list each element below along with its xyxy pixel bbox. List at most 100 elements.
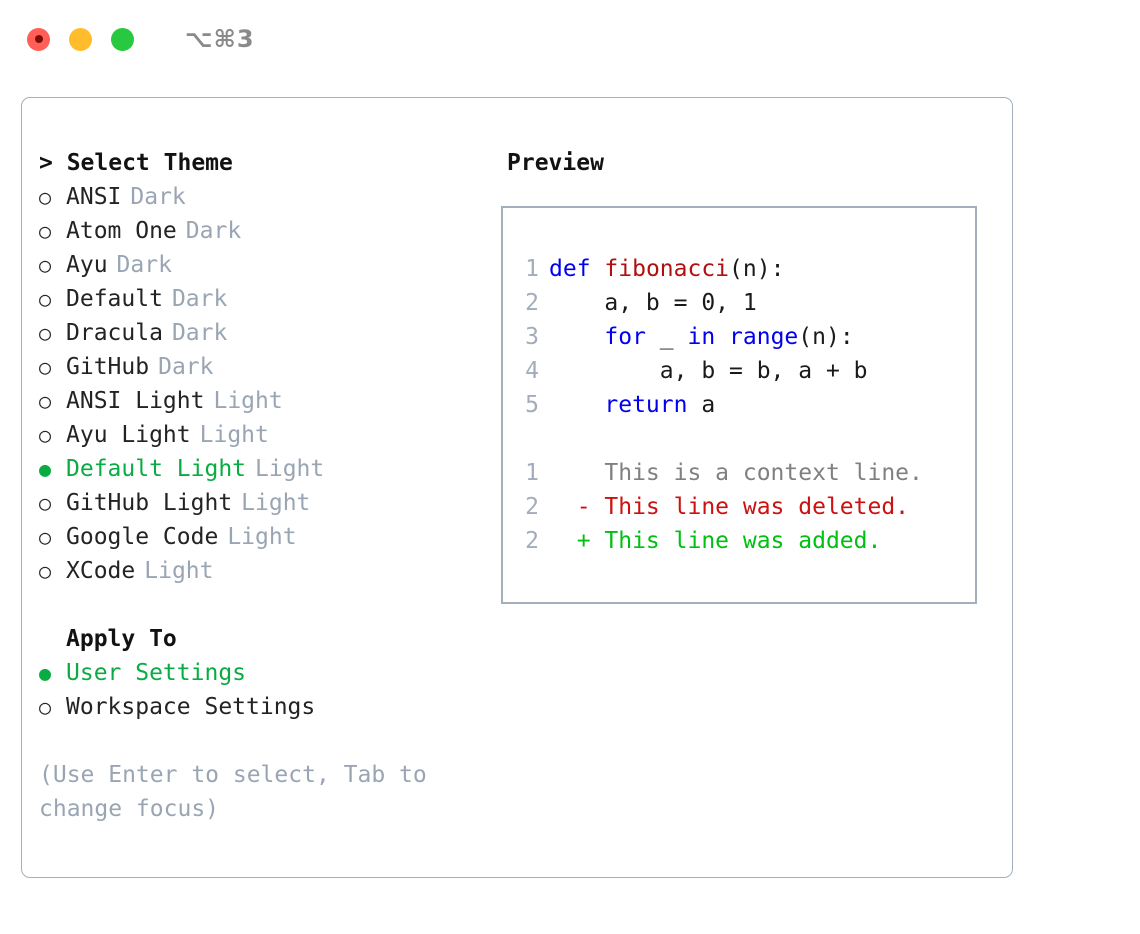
theme-option-atom-one[interactable]: ○ Atom One Dark [39, 214, 492, 248]
theme-option-label: GitHub Light [66, 490, 233, 516]
radio-unselected-icon: ○ [39, 219, 52, 243]
code-token [591, 256, 605, 282]
code-line: 1 def fibonacci(n): [503, 252, 975, 286]
radio-unselected-icon: ○ [39, 695, 52, 719]
apply-to-option-workspace-settings[interactable]: ○ Workspace Settings [39, 690, 492, 724]
preview-title: Preview [507, 150, 604, 176]
keyboard-shortcut-label: ⌥⌘3 [185, 25, 255, 53]
radio-selected-icon: ● [39, 457, 52, 481]
theme-option-label: Ayu [66, 252, 108, 278]
theme-option-ayu[interactable]: ○ Ayu Dark [39, 248, 492, 282]
diff-line-add: 2 + This line was added. [503, 524, 975, 558]
apply-to-option-label: User Settings [66, 660, 247, 686]
radio-unselected-icon: ○ [39, 389, 52, 413]
diff-sample: 1 This is a context line. 2 - This line w… [503, 456, 975, 558]
code-line: 5 return a [503, 388, 975, 422]
window-controls [27, 27, 134, 51]
code-line-text: for _ in range(n): [549, 320, 854, 354]
code-line-number: 4 [525, 358, 539, 384]
code-line: 2 a, b = 0, 1 [503, 286, 975, 320]
apply-to-header: Apply To [66, 626, 177, 652]
theme-option-tag: Light [255, 456, 325, 482]
theme-option-label: Google Code [66, 524, 219, 550]
theme-option-tag: Dark [116, 252, 172, 278]
code-token: (n): [729, 256, 785, 282]
theme-option-google-code[interactable]: ○ Google Code Light [39, 520, 492, 554]
diff-marker [549, 456, 604, 490]
code-token: range [729, 324, 799, 350]
theme-option-label: GitHub [66, 354, 150, 380]
theme-option-label: XCode [66, 558, 136, 584]
code-line-text: return a [549, 388, 715, 422]
minimize-button-icon[interactable] [69, 27, 92, 51]
theme-option-label: Default [66, 286, 163, 312]
theme-option-tag: Light [199, 422, 269, 448]
theme-option-tag: Dark [171, 320, 228, 346]
diff-line-text: This is a context line. [604, 460, 923, 486]
radio-unselected-icon: ○ [39, 423, 52, 447]
apply-to-list: ●User Settings ○ Workspace Settings [39, 656, 492, 724]
code-line-number: 3 [525, 324, 539, 350]
code-token: for [604, 324, 646, 350]
code-line-number: 1 [525, 256, 539, 282]
close-button-icon[interactable] [27, 27, 50, 51]
code-token: _ [645, 324, 688, 350]
code-line-text: a, b = b, a + b [549, 354, 868, 388]
theme-option-label: Default Light [66, 456, 247, 482]
theme-option-tag: Light [144, 558, 214, 584]
code-line: 3 for _ in range(n): [503, 320, 975, 354]
diff-line-text: This line was deleted. [604, 494, 910, 520]
radio-unselected-icon: ○ [39, 253, 52, 277]
theme-option-tag: Dark [185, 218, 242, 244]
code-token [715, 324, 729, 350]
zoom-button-icon[interactable] [111, 27, 134, 51]
code-token: (n): [798, 324, 854, 350]
code-token: a, b = 0, 1 [604, 290, 757, 316]
diff-line-number: 2 [525, 494, 539, 520]
apply-to-option-user-settings[interactable]: ●User Settings [39, 656, 492, 690]
title-bar: ⌥⌘3 [0, 0, 1140, 78]
code-diff-separator [503, 422, 975, 456]
theme-option-label: ANSI [66, 184, 122, 210]
code-token: in [687, 324, 716, 350]
code-line-text: def fibonacci(n): [549, 252, 784, 286]
diff-line-del: 2 - This line was deleted. [503, 490, 975, 524]
diff-line-number: 1 [525, 460, 539, 486]
theme-option-label: Dracula [66, 320, 163, 346]
code-token: fibonacci [604, 256, 730, 282]
diff-line-text: This line was added. [604, 528, 882, 554]
code-token: a, b = b, a + b [659, 358, 868, 384]
theme-option-label: ANSI Light [66, 388, 205, 414]
radio-unselected-icon: ○ [39, 185, 52, 209]
code-line: 4 a, b = b, a + b [503, 354, 975, 388]
theme-option-tag: Light [241, 490, 311, 516]
theme-option-default-light[interactable]: ● Default Light Light [39, 452, 492, 486]
theme-option-tag: Dark [130, 184, 186, 210]
theme-option-label: Atom One [66, 218, 177, 244]
theme-option-ansi[interactable]: ○ ANSI Dark [39, 180, 492, 214]
theme-option-tag: Light [227, 524, 297, 550]
apply-to-option-label: Workspace Settings [66, 694, 316, 720]
radio-unselected-icon: ○ [39, 525, 52, 549]
code-line-number: 5 [525, 392, 539, 418]
radio-unselected-icon: ○ [39, 287, 52, 311]
code-line-number: 2 [525, 290, 539, 316]
theme-option-default[interactable]: ○ Default Dark [39, 282, 492, 316]
list-spacer [39, 588, 492, 622]
code-token: return [604, 392, 688, 418]
theme-option-tag: Dark [171, 286, 228, 312]
select-theme-header: > Select Theme [39, 150, 233, 176]
